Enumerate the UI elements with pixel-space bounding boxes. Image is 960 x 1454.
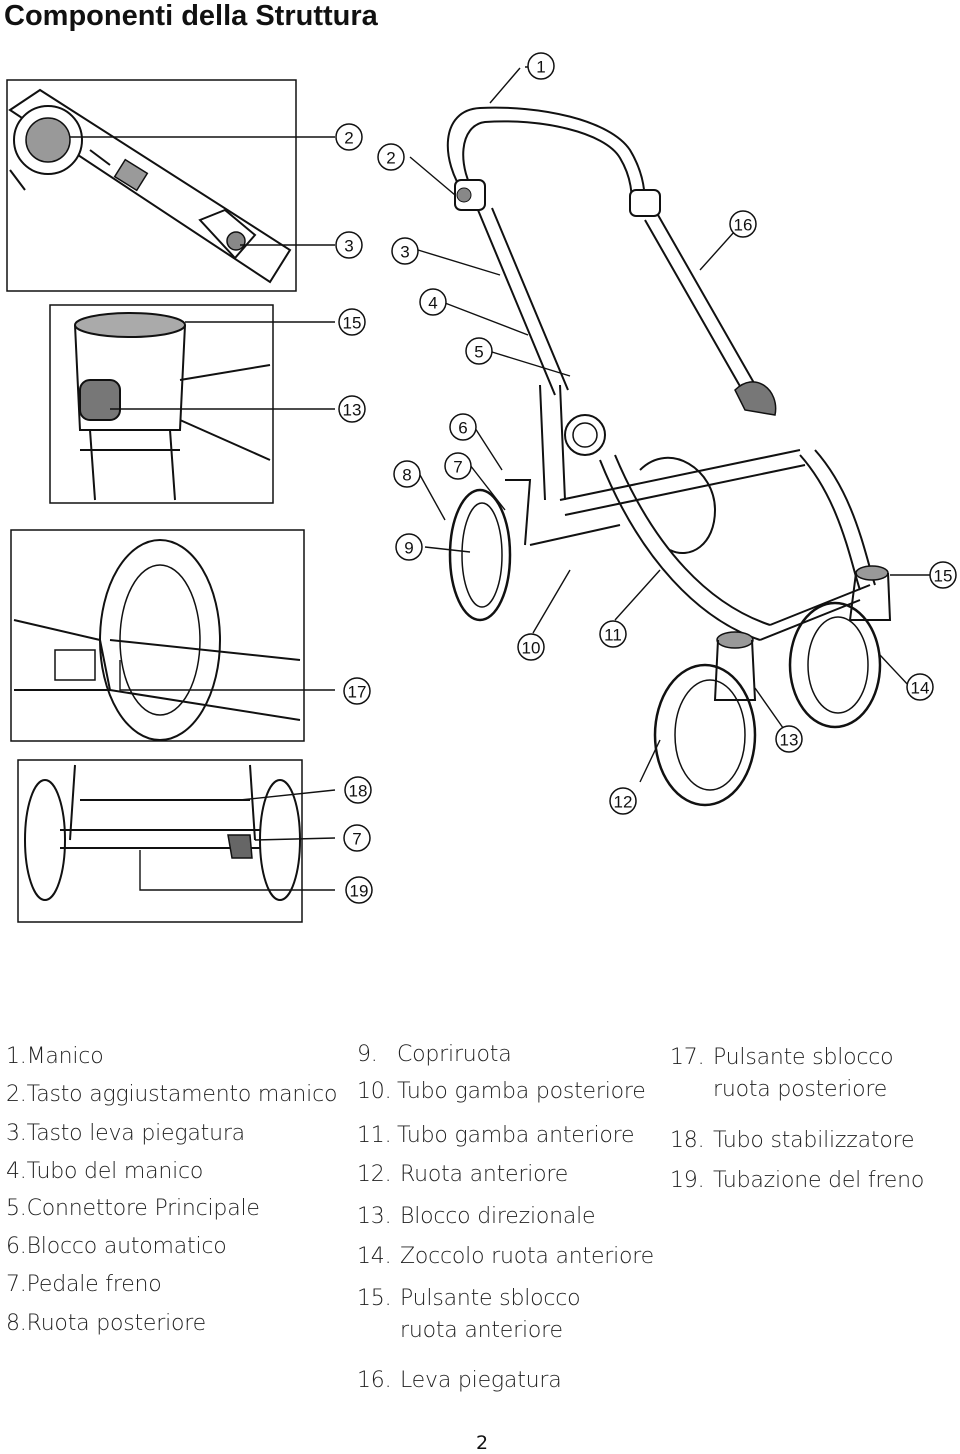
callout-4: 4	[419, 288, 447, 316]
svg-text:7: 7	[453, 458, 462, 477]
legend-item: 8.Ruota posteriore	[6, 1311, 206, 1336]
callout-2-main: 2	[377, 143, 405, 171]
svg-text:3: 3	[400, 243, 409, 262]
callout-5: 5	[465, 337, 493, 365]
legend-item: ruota anteriore	[400, 1318, 563, 1343]
page-title: Componenti della Struttura	[4, 0, 378, 32]
callout-19: 19	[345, 876, 373, 904]
svg-text:10: 10	[522, 639, 541, 658]
svg-text:17: 17	[348, 683, 367, 702]
callout-3-detail: 3	[335, 231, 363, 259]
callout-2-detail: 2	[335, 123, 363, 151]
legend-item: ruota posteriore	[713, 1077, 888, 1102]
callout-16: 16	[729, 210, 757, 238]
legend-item: 12.Ruota anteriore	[357, 1162, 569, 1187]
detail-panel-front-wheel	[49, 304, 274, 504]
legend-item: 14.Zoccolo ruota anteriore	[357, 1244, 654, 1269]
svg-text:16: 16	[734, 216, 753, 235]
callout-13-detail: 13	[338, 395, 366, 423]
callout-13-main: 13	[775, 725, 803, 753]
svg-text:7: 7	[352, 830, 361, 849]
svg-text:8: 8	[402, 466, 411, 485]
legend-item: 16.Leva piegatura	[357, 1368, 562, 1393]
legend-item: 19.Tubazione del freno	[670, 1168, 925, 1193]
callout-3-main: 3	[391, 237, 419, 265]
svg-text:4: 4	[428, 294, 437, 313]
callout-18: 18	[344, 776, 372, 804]
svg-text:13: 13	[780, 731, 799, 750]
stroller-structure-diagram: 1 2 2 16 3 3 4 15 5 13 6 7 8 9 15 10 11 …	[6, 52, 957, 923]
svg-text:5: 5	[474, 343, 483, 362]
svg-text:13: 13	[343, 401, 362, 420]
callout-9: 9	[395, 533, 423, 561]
legend-item: 1.Manico	[6, 1044, 104, 1069]
svg-text:3: 3	[344, 237, 353, 256]
callout-15-detail: 15	[338, 308, 366, 336]
svg-text:14: 14	[911, 679, 930, 698]
svg-text:18: 18	[349, 782, 368, 801]
legend-item: 10.Tubo gamba posteriore	[357, 1079, 646, 1104]
legend-item: 5.Connettore Principale	[6, 1196, 260, 1221]
stroller-frame	[446, 106, 892, 807]
detail-panel-rear-wheel-release	[10, 529, 305, 742]
svg-text:6: 6	[458, 419, 467, 438]
svg-text:9: 9	[404, 539, 413, 558]
legend-item: 17.Pulsante sblocco	[670, 1045, 894, 1070]
callout-10: 10	[517, 633, 545, 661]
legend-item: 4.Tubo del manico	[6, 1159, 204, 1184]
callout-1: 1	[527, 52, 555, 80]
svg-text:15: 15	[343, 314, 362, 333]
callout-7-detail: 7	[343, 824, 371, 852]
legend-item: 3.Tasto leva piegatura	[6, 1121, 245, 1146]
legend-item: 18.Tubo stabilizzatore	[670, 1128, 915, 1153]
page-number: 2	[476, 1432, 489, 1454]
callout-6: 6	[449, 413, 477, 441]
leader-lines	[70, 66, 940, 891]
legend-item: 7.Pedale freno	[6, 1272, 162, 1297]
callout-7-main: 7	[444, 452, 472, 480]
callout-17: 17	[343, 677, 371, 705]
legend-item: 9.Copriruota	[357, 1042, 512, 1067]
callout-14: 14	[906, 673, 934, 701]
legend-item: 11.Tubo gamba anteriore	[357, 1123, 635, 1148]
callout-15-main: 15	[929, 561, 957, 589]
svg-text:19: 19	[350, 882, 369, 901]
detail-panel-handle	[6, 79, 297, 292]
svg-text:11: 11	[604, 626, 622, 645]
callout-8: 8	[393, 460, 421, 488]
legend-item: 6.Blocco automatico	[6, 1234, 227, 1259]
svg-text:1: 1	[536, 58, 545, 77]
svg-text:2: 2	[386, 149, 395, 168]
svg-text:12: 12	[614, 793, 633, 812]
legend-item: 2.Tasto aggiustamento manico	[6, 1082, 338, 1107]
callout-11: 11	[599, 620, 627, 648]
svg-text:2: 2	[344, 129, 353, 148]
callout-12: 12	[609, 787, 637, 815]
legend-item: 13.Blocco direzionale	[357, 1204, 596, 1229]
svg-text:15: 15	[934, 567, 953, 586]
detail-panel-brake	[17, 759, 303, 923]
legend-item: 15.Pulsante sblocco	[357, 1286, 581, 1311]
